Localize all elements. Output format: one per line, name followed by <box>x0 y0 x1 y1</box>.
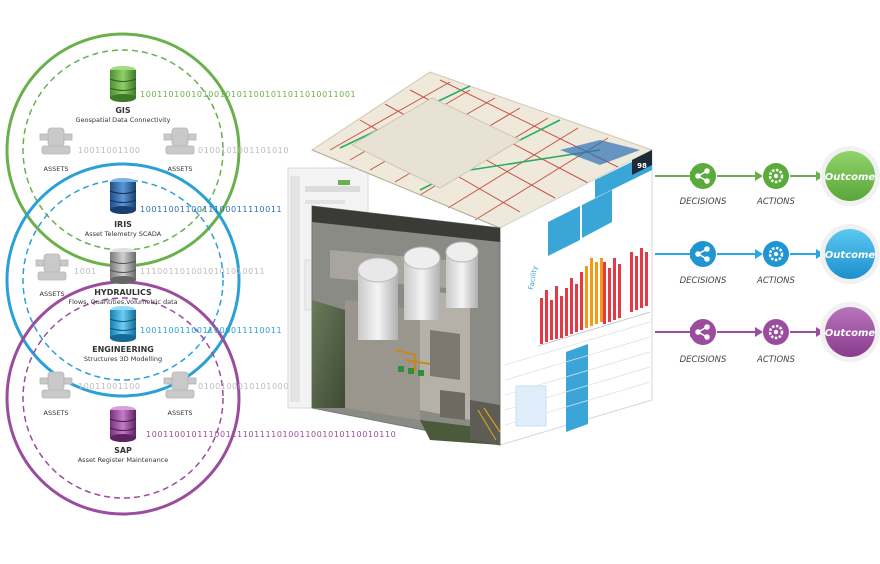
decisions-label: DECISIONS <box>680 276 727 286</box>
source-subtitle-gis: Geospatial Data Connectivity <box>75 116 170 124</box>
storage-tank <box>445 241 479 308</box>
decisions-label: DECISIONS <box>680 355 727 365</box>
iris-outer-ring <box>5 162 241 398</box>
data-cube: 98 Facility <box>287 71 654 446</box>
source-title-hydraulics: HYDRAULICS <box>94 288 152 297</box>
database-icon <box>109 306 137 342</box>
database-icon <box>109 406 137 442</box>
binary-stream: 1110011010010101010011 <box>140 267 265 276</box>
source-title-sap: SAP <box>114 446 132 455</box>
binary-stream: 0100101001101010 <box>198 146 289 155</box>
dark-badge-value: 98 <box>637 162 647 170</box>
binary-stream: 1001100110011100011110011 <box>140 205 282 214</box>
actions-label: ACTIONS <box>756 276 795 286</box>
assets-label: ASSETS <box>44 165 69 173</box>
binary-stream: 1001100110011000011110011 <box>140 326 282 335</box>
flow-row-2: Outcome DECISIONS ACTIONS <box>655 224 880 286</box>
database-icon <box>109 66 137 102</box>
storage-tank <box>357 257 399 340</box>
pump-asset-icon <box>35 253 69 281</box>
pump-asset-icon <box>163 371 197 399</box>
outcome-label: Outcome <box>825 250 876 261</box>
decisions-label: DECISIONS <box>680 197 727 207</box>
flow-row-1: Outcome DECISIONS ACTIONS <box>655 146 880 207</box>
source-subtitle-engineering: Structures 3D Modelling <box>84 355 162 363</box>
source-subtitle-hydraulics: Flows, Quantities,Volumetric data <box>68 298 177 306</box>
dashboard-table <box>504 321 651 432</box>
binary-stream: 0100100010101000 <box>198 382 289 391</box>
source-title-gis: GIS <box>115 106 131 115</box>
binary-stream: 1001100101110011110111101001100101011001… <box>146 430 396 439</box>
actions-label: ACTIONS <box>756 355 795 365</box>
binary-stream: 10011001100 <box>78 382 141 391</box>
actions-label: ACTIONS <box>756 197 795 207</box>
cube-right-dashboard-face: 98 Facility <box>499 149 653 446</box>
source-subtitle-sap: Asset Register Maintenance <box>78 456 169 464</box>
outcome-button[interactable] <box>825 229 875 279</box>
flow-row-3: Outcome DECISIONS ACTIONS <box>655 302 880 365</box>
decision-flows: Outcome DECISIONS ACTIONS Outcome DECISI… <box>655 146 880 365</box>
source-title-iris: IRIS <box>114 220 132 229</box>
dashboard-bar-chart <box>537 248 651 347</box>
assets-label: ASSETS <box>168 409 193 417</box>
decision-share-icon <box>690 163 716 189</box>
assets-label: ASSETS <box>40 290 65 298</box>
database-icon <box>109 178 137 214</box>
assets-label: ASSETS <box>44 409 69 417</box>
storage-tank <box>403 246 441 320</box>
outcome-button[interactable] <box>825 151 875 201</box>
binary-stream: 1001 <box>74 267 97 276</box>
cube-top-map-face <box>310 71 654 229</box>
binary-stream: 10011001100 <box>78 146 141 155</box>
outcome-label: Outcome <box>825 328 876 339</box>
database-icon <box>109 248 137 284</box>
assets-label: ASSETS <box>168 165 193 173</box>
pump-asset-icon <box>39 371 73 399</box>
decision-share-icon <box>690 319 716 345</box>
binary-stream: 10011010010100101011001011011010011001 <box>140 90 356 99</box>
pump-asset-icon <box>163 127 197 155</box>
source-subtitle-iris: Asset Telemetry SCADA <box>85 230 162 238</box>
sap-inner-ring <box>22 297 224 499</box>
outcome-button[interactable] <box>825 307 875 357</box>
cube-front-3d-model-face <box>311 205 501 446</box>
gis-inner-ring <box>22 49 224 251</box>
outcome-label: Outcome <box>825 172 876 183</box>
source-title-engineering: ENGINEERING <box>92 345 154 354</box>
decision-share-icon <box>690 241 716 267</box>
pump-asset-icon <box>39 127 73 155</box>
